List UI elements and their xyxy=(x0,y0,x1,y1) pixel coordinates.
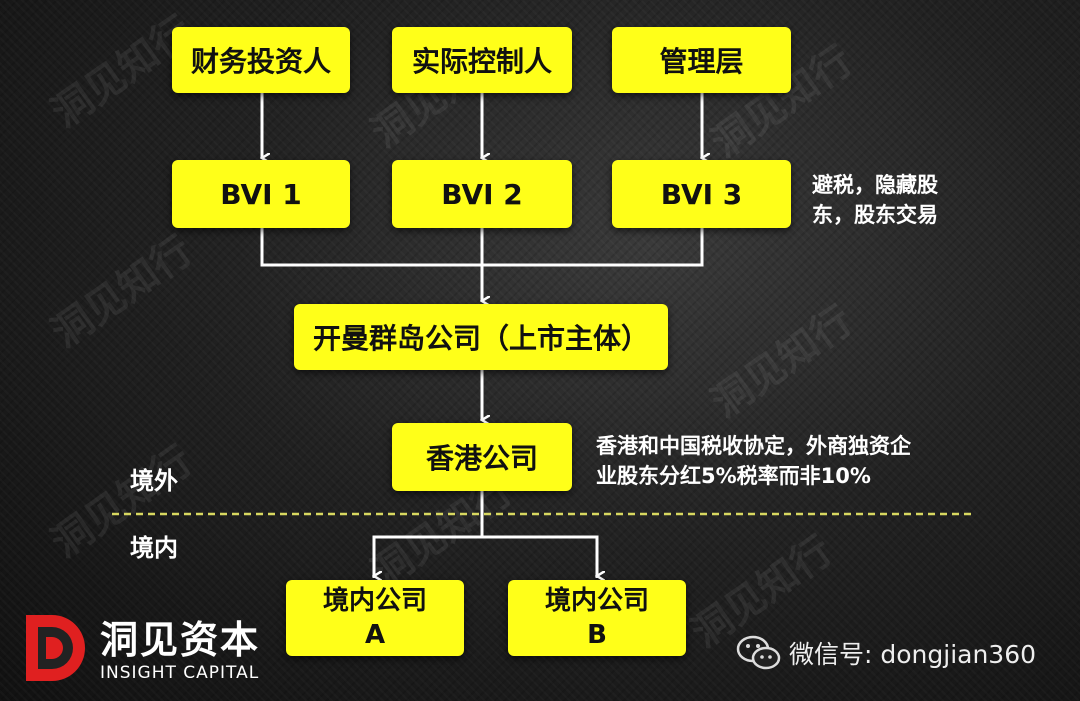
logo-d-icon xyxy=(26,615,85,681)
hk-note-line-2: 业股东分红5%税率而非10% xyxy=(596,464,871,488)
bvi-2-box: BVI 2 xyxy=(392,160,572,228)
actual-controller-box: 实际控制人 xyxy=(392,27,572,93)
financial-investor-box: 财务投资人 xyxy=(172,27,350,93)
bvi-3-box: BVI 3 xyxy=(612,160,791,228)
hk-note-line-1: 香港和中国税收协定，外商独资企 xyxy=(596,434,911,458)
wechat-id: 微信号: dongjian360 xyxy=(735,634,1036,672)
domestic-company-b-box: 境内公司 B xyxy=(508,580,686,656)
logo-en-text: INSIGHT CAPITAL xyxy=(100,663,260,683)
bvi-note: 避税，隐藏股 东，股东交易 xyxy=(812,170,938,230)
bvi-note-line-1: 避税，隐藏股 xyxy=(812,173,938,197)
zone-inside-label: 境内 xyxy=(130,534,178,562)
domestic-company-a-line2: A xyxy=(364,620,386,650)
domestic-company-a-box: 境内公司 A xyxy=(286,580,464,656)
wechat-text: 微信号: dongjian360 xyxy=(789,640,1037,669)
hk-company-box: 香港公司 xyxy=(392,423,572,491)
hk-note: 香港和中国税收协定，外商独资企 业股东分红5%税率而非10% xyxy=(596,431,911,491)
domestic-company-b-line2: B xyxy=(587,620,607,650)
zone-outside-label: 境外 xyxy=(130,467,178,495)
logo-cn-text: 洞见资本 xyxy=(100,618,261,662)
wechat-icon xyxy=(736,635,781,670)
domestic-company-b-line1: 境内公司 xyxy=(544,586,649,616)
bvi-note-line-2: 东，股东交易 xyxy=(812,203,938,227)
bvi-1-box: BVI 1 xyxy=(172,160,350,228)
management-box: 管理层 xyxy=(612,27,791,93)
insight-capital-logo: 洞见资本 INSIGHT CAPITAL xyxy=(22,607,272,691)
domestic-split-line xyxy=(372,535,599,578)
cayman-company-box: 开曼群岛公司（上市主体） xyxy=(294,304,668,370)
domestic-company-a-line1: 境内公司 xyxy=(322,586,427,616)
